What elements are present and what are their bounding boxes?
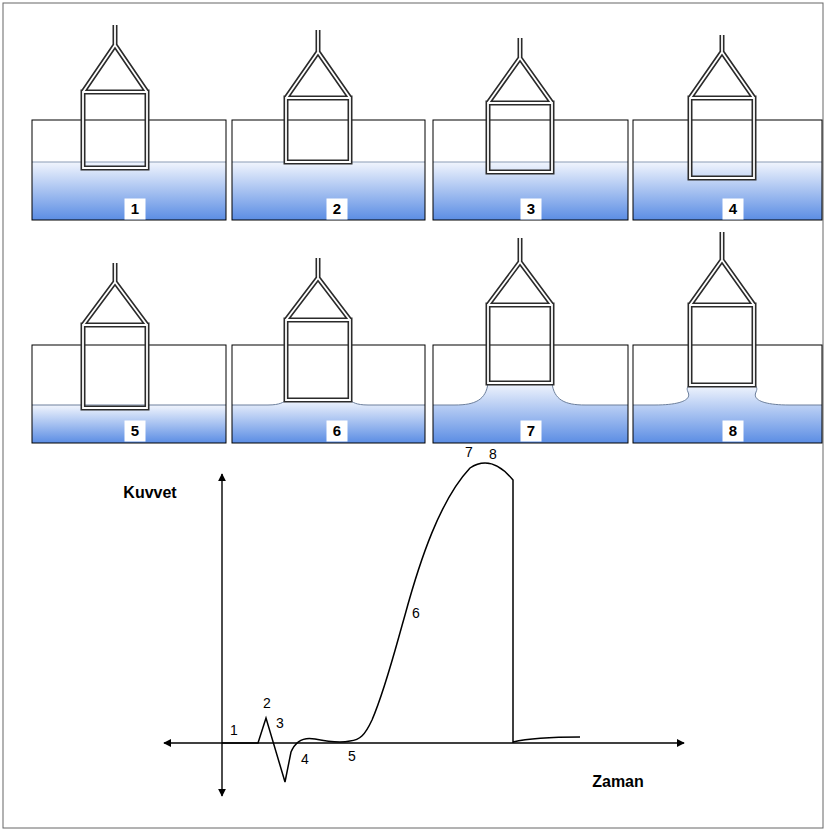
curve-point-number: 3 [276, 716, 284, 731]
curve-point-number: 5 [348, 749, 356, 764]
curve-point-number: 7 [465, 445, 473, 460]
panel-number-text: 3 [526, 200, 537, 217]
panel-number-text: 6 [332, 422, 343, 439]
curve-point-number: 6 [412, 606, 420, 621]
panel-number: 7 [521, 421, 542, 442]
tanks-row-1 [32, 120, 822, 220]
axis-title: Kuvvet [123, 484, 176, 502]
panel-number-text: 4 [728, 200, 739, 217]
panel-number-text: 2 [332, 200, 343, 217]
panel-number-text: 7 [526, 422, 537, 439]
ring-frames [83, 25, 754, 408]
panel-number: 1 [125, 199, 146, 220]
panel-number-text: 5 [130, 422, 141, 439]
axis-title: Zaman [592, 773, 644, 791]
panel-number-text: 8 [728, 422, 739, 439]
force-curve [222, 463, 580, 782]
curve-point-number: 4 [301, 752, 309, 767]
curve-point-number: 8 [489, 447, 497, 462]
panel-number: 3 [521, 199, 542, 220]
tanks-row-2 [32, 345, 822, 443]
panel-number: 4 [723, 199, 744, 220]
curve-point-number: 2 [263, 696, 271, 711]
panel-number: 8 [723, 421, 744, 442]
panel-number: 5 [125, 421, 146, 442]
outer-frame [3, 3, 823, 828]
curve-point-number: 1 [230, 723, 238, 738]
chart-axes [164, 474, 684, 796]
panel-number: 6 [327, 421, 348, 442]
panel-number: 2 [327, 199, 348, 220]
panel-number-text: 1 [130, 200, 141, 217]
